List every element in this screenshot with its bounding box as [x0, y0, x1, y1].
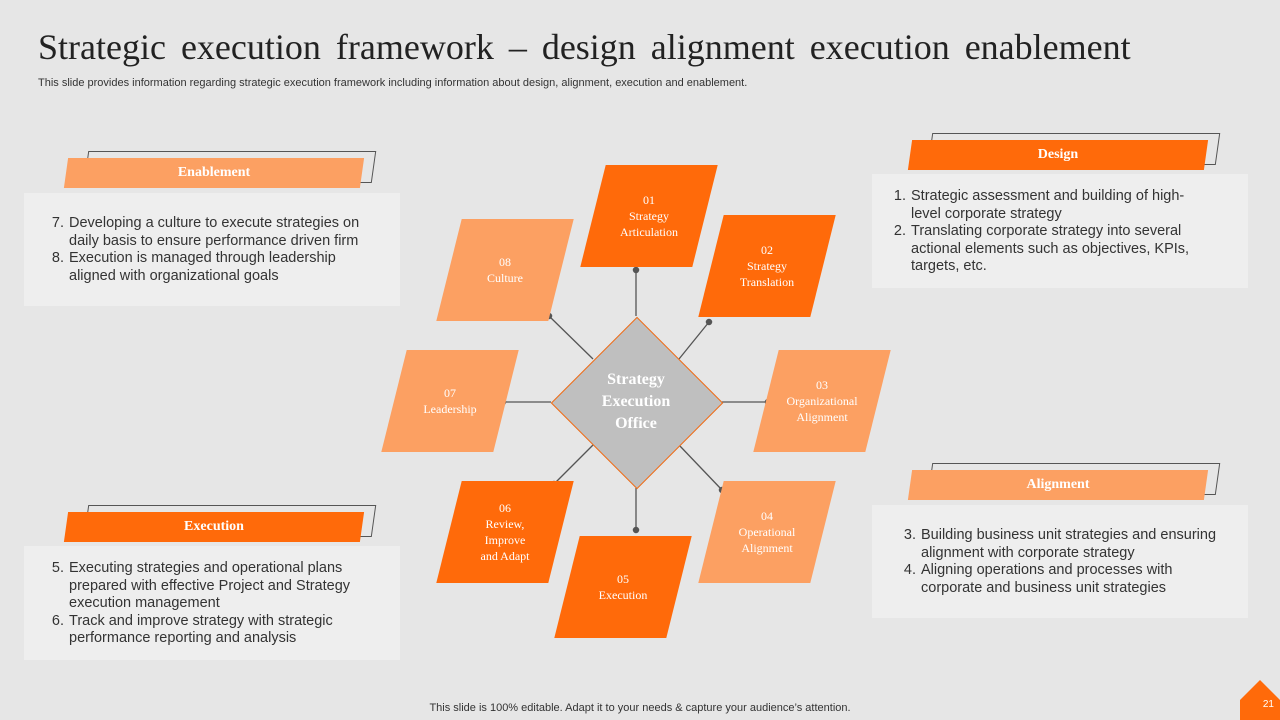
step-number: 05 [617, 572, 629, 586]
item-number: 6. [51, 612, 64, 629]
item-text: Executing strategies and operational pla… [69, 560, 351, 611]
item-text: Building business unit strategies and en… [921, 527, 1217, 561]
list-item: 3. Building business unit strategies and … [896, 527, 1218, 562]
heading-label: Alignment [1026, 477, 1090, 492]
step-label: Strategy Articulation [620, 209, 678, 239]
heading-label: Enablement [177, 165, 251, 180]
list-item: 6. Track and improve strategy with strate… [44, 613, 370, 648]
step-07-text: 07 Leadership [394, 350, 506, 452]
step-03-text: 03 Organizational Alignment [766, 350, 878, 452]
alignment-heading: Alignment [907, 463, 1221, 501]
step-label: Review, Improve and Adapt [480, 517, 530, 563]
item-number: 1. [893, 188, 906, 204]
item-number: 8. [51, 250, 64, 266]
item-number: 4. [903, 562, 916, 578]
step-label: Leadership [423, 402, 477, 416]
slide-title: Strategic execution framework – design a… [38, 27, 1131, 67]
step-02-text: 02 Strategy Translation [711, 215, 823, 317]
execution-panel: 5. Executing strategies and operational p… [24, 546, 400, 660]
center-label: Strategy Execution Office [601, 371, 671, 432]
step-number: 03 [816, 378, 828, 392]
step-label: Operational Alignment [738, 525, 796, 555]
step-01-text: 01 Strategy Articulation [593, 165, 705, 267]
step-label: Organizational Alignment [786, 394, 858, 424]
step-number: 02 [761, 243, 773, 257]
step-04-text: 04 Operational Alignment [711, 481, 823, 583]
alignment-panel: 3. Building business unit strategies and … [872, 505, 1248, 618]
item-number: 7. [51, 215, 64, 231]
design-heading: Design [907, 133, 1221, 171]
list-item: 7. Developing a culture to execute strate… [44, 215, 370, 250]
list-item: 1. Strategic assessment and building of h… [886, 188, 1208, 223]
execution-heading: Execution [63, 505, 377, 543]
item-text: Aligning operations and processes with c… [921, 562, 1173, 596]
slide-subtitle: This slide provides information regardin… [38, 77, 748, 89]
step-number: 01 [643, 193, 655, 207]
step-number: 06 [499, 501, 511, 515]
page-number: 21 [1262, 699, 1274, 710]
step-number: 07 [444, 386, 456, 400]
item-text: Developing a culture to execute strategi… [69, 215, 360, 249]
list-item: 4. Aligning operations and processes with… [896, 562, 1218, 597]
step-number: 08 [499, 255, 511, 269]
item-text: Translating corporate strategy into seve… [911, 223, 1190, 274]
enablement-panel: 7. Developing a culture to execute strate… [24, 193, 400, 306]
step-05-text: 05 Execution [567, 536, 679, 638]
item-number: 5. [51, 560, 64, 576]
item-text: Execution is managed through leadership … [69, 250, 336, 284]
step-number: 04 [761, 509, 773, 523]
design-panel: 1. Strategic assessment and building of h… [872, 174, 1248, 288]
list-item: 2. Translating corporate strategy into se… [886, 223, 1208, 276]
step-08-text: 08 Culture [449, 219, 561, 321]
step-label: Strategy Translation [739, 259, 795, 289]
item-text: Track and improve strategy with strategi… [69, 612, 333, 647]
footer-note: This slide is 100% editable. Adapt it to… [429, 702, 851, 714]
step-06-text: 06 Review, Improve and Adapt [449, 481, 561, 583]
item-number: 3. [903, 527, 916, 543]
enablement-heading: Enablement [63, 151, 377, 189]
step-label: Execution [598, 588, 648, 602]
heading-label: Design [1037, 147, 1079, 162]
item-number: 2. [893, 223, 906, 239]
list-item: 8. Execution is managed through leadershi… [44, 250, 370, 285]
list-item: 5. Executing strategies and operational p… [44, 560, 370, 613]
heading-label: Execution [184, 519, 244, 534]
item-text: Strategic assessment and building of hig… [911, 188, 1185, 222]
step-label: Culture [487, 271, 523, 285]
page-number-badge [1240, 680, 1280, 720]
